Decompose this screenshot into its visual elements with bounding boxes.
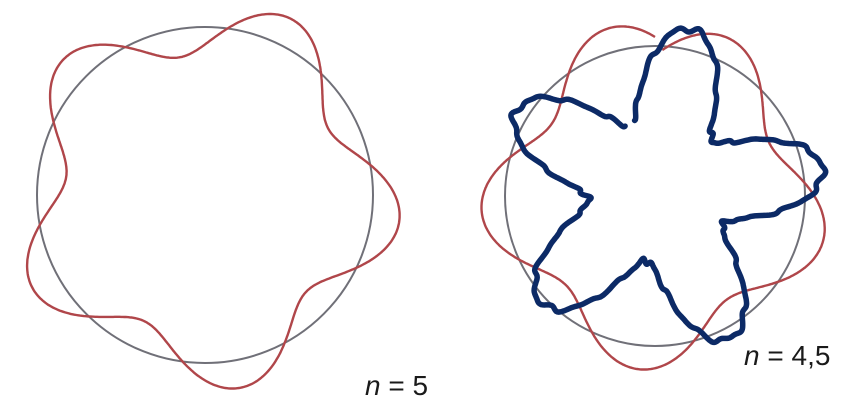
label-variable: n xyxy=(744,340,760,371)
open-wave-curve xyxy=(480,25,826,371)
label-variable: n xyxy=(365,370,381,401)
label-value: 4,5 xyxy=(791,340,831,371)
diagram-n4-5 xyxy=(480,25,829,371)
diagram-n5 xyxy=(25,12,401,390)
standing-wave-curve xyxy=(25,12,401,390)
reference-circle xyxy=(36,26,374,364)
broken-wave-trace xyxy=(508,25,829,346)
label-n5: n = 5 xyxy=(365,370,428,402)
label-value: 5 xyxy=(412,370,429,401)
label-equals: = xyxy=(759,340,792,371)
label-equals: = xyxy=(380,370,413,401)
label-n4-5: n = 4,5 xyxy=(744,340,830,372)
